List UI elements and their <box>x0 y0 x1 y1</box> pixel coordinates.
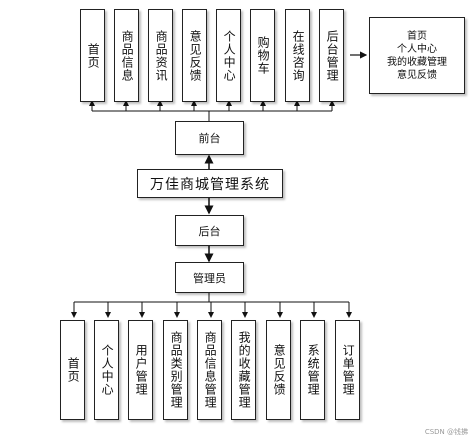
back-label-box: 后台 <box>175 215 244 246</box>
front-item-6: 购物车 <box>250 9 275 102</box>
back-item-6: 我的收藏管理 <box>231 320 256 420</box>
back-item-2: 个人中心 <box>94 320 119 420</box>
back-item-1: 首页 <box>60 320 85 420</box>
front-item-5: 个人中心 <box>216 9 241 102</box>
system-title-box: 万佳商城管理系统 <box>137 169 283 198</box>
side-module-box: 首页 个人中心 我的收藏管理 意见反馈 <box>369 17 465 94</box>
side-line-2: 个人中心 <box>397 43 437 55</box>
front-item-8: 后台管理 <box>319 9 344 102</box>
front-item-2: 商品信息 <box>114 9 139 102</box>
back-item-7: 意见反馈 <box>266 320 291 420</box>
back-item-3: 用户管理 <box>128 320 153 420</box>
back-item-5: 商品信息管理 <box>197 320 222 420</box>
back-item-4: 商品类别管理 <box>163 320 188 420</box>
side-line-1: 首页 <box>407 30 427 42</box>
side-line-3: 我的收藏管理 <box>387 56 447 68</box>
front-item-3: 商品资讯 <box>148 9 173 102</box>
front-item-4: 意见反馈 <box>182 9 207 102</box>
back-item-8: 系统管理 <box>300 320 325 420</box>
back-item-9: 订单管理 <box>335 320 360 420</box>
side-line-4: 意见反馈 <box>397 69 437 81</box>
front-item-1: 首页 <box>80 9 105 102</box>
front-label-box: 前台 <box>175 121 244 155</box>
watermark-text: CSDN @钱拂 <box>424 428 468 436</box>
admin-box: 管理员 <box>175 262 244 293</box>
front-item-7: 在线咨询 <box>285 9 310 102</box>
